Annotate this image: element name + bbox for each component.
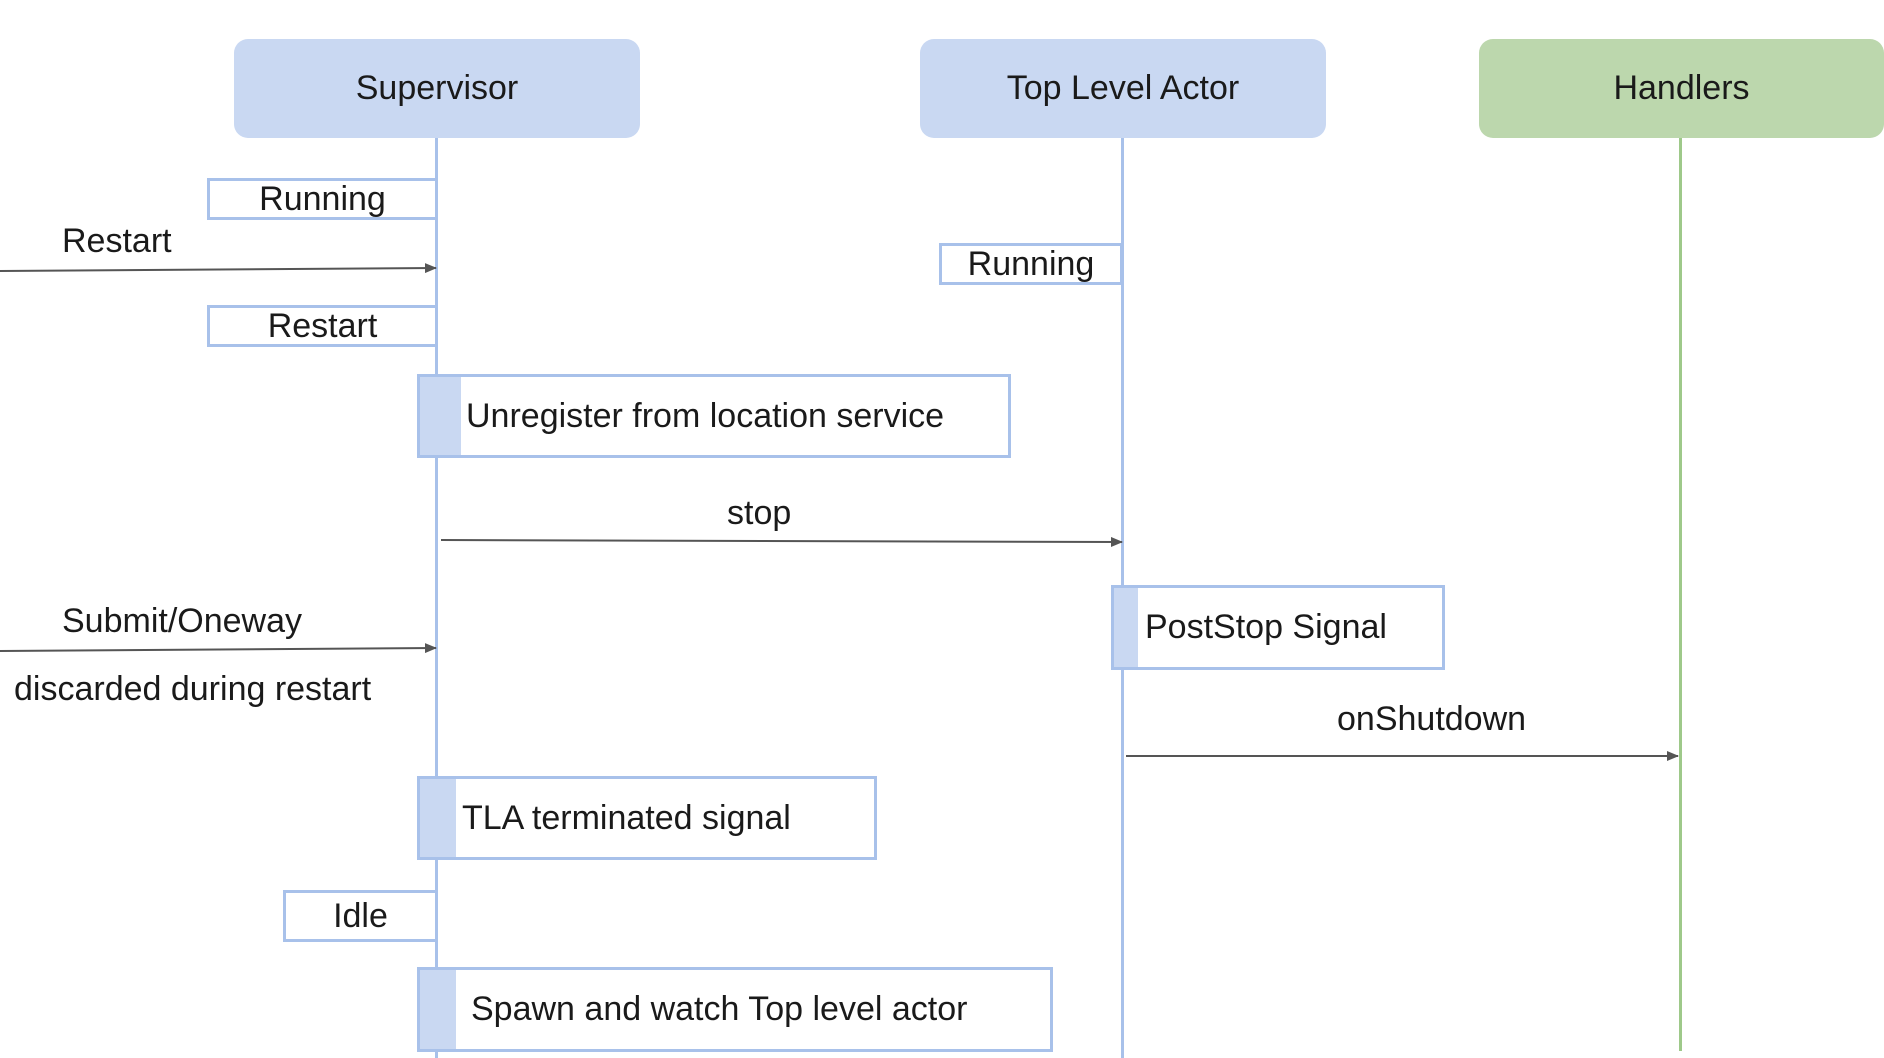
state-supervisor-restart-label: Restart bbox=[267, 306, 378, 345]
actor-handlers-label: Handlers bbox=[1613, 69, 1750, 107]
lifeline-supervisor bbox=[435, 138, 438, 1058]
actor-top-level-actor-label: Top Level Actor bbox=[1006, 69, 1240, 107]
message-restart-label: Restart bbox=[62, 222, 172, 260]
message-stop-arrow bbox=[440, 536, 1123, 547]
activation-bar bbox=[1114, 588, 1138, 667]
state-tla-running-label: Running bbox=[967, 244, 1095, 283]
activation-unregister-label: Unregister from location service bbox=[466, 396, 945, 435]
activation-poststop-label: PostStop Signal bbox=[1145, 608, 1387, 646]
activation-tla-terminated-label: TLA terminated signal bbox=[462, 798, 791, 837]
note-discarded-during-restart: discarded during restart bbox=[14, 670, 372, 708]
message-stop-label: stop bbox=[727, 494, 792, 532]
activation-poststop: PostStop Signal bbox=[1111, 585, 1445, 670]
actor-handlers: Handlers bbox=[1479, 39, 1884, 138]
message-restart-arrow bbox=[0, 263, 437, 274]
message-on-shutdown-label: onShutdown bbox=[1337, 700, 1527, 738]
state-supervisor-running-label: Running bbox=[259, 179, 386, 218]
state-supervisor-idle-label: Idle bbox=[333, 896, 388, 935]
activation-bar bbox=[420, 377, 461, 455]
activation-unregister: Unregister from location service bbox=[417, 374, 1011, 458]
actor-top-level-actor: Top Level Actor bbox=[920, 39, 1326, 138]
activation-tla-terminated: TLA terminated signal bbox=[417, 776, 877, 860]
state-tla-running: Running bbox=[939, 243, 1123, 285]
activation-bar bbox=[420, 970, 456, 1049]
state-supervisor-restart: Restart bbox=[207, 305, 438, 347]
state-supervisor-running: Running bbox=[207, 178, 438, 220]
state-supervisor-idle: Idle bbox=[283, 890, 438, 942]
message-submit-oneway-arrow bbox=[0, 643, 437, 654]
actor-supervisor: Supervisor bbox=[234, 39, 640, 138]
activation-bar bbox=[420, 779, 456, 857]
activation-spawn-watch: Spawn and watch Top level actor bbox=[417, 967, 1053, 1052]
lifeline-handlers bbox=[1679, 138, 1682, 1051]
actor-supervisor-label: Supervisor bbox=[355, 69, 519, 107]
activation-spawn-watch-label: Spawn and watch Top level actor bbox=[471, 990, 968, 1028]
message-submit-oneway-label: Submit/Oneway bbox=[62, 602, 302, 640]
